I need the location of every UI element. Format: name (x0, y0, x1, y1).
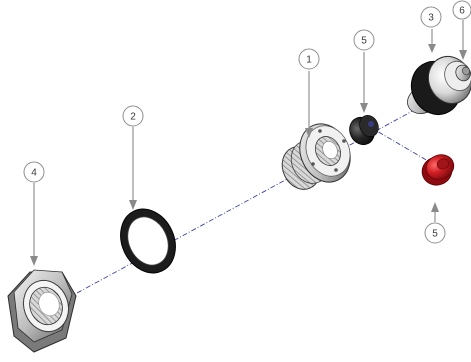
callout-6-label: 6 (459, 6, 465, 17)
callout-2-label: 2 (130, 112, 136, 123)
callout-5-lower-label: 5 (432, 229, 438, 240)
leader-arrowhead-6 (459, 50, 467, 60)
washer-part (120, 208, 176, 274)
main-assembly-axis (41, 87, 456, 313)
callout-5-lower: 5 (424, 222, 446, 244)
leader-arrowhead-5a (360, 103, 368, 113)
leader-arrowhead-1 (305, 128, 313, 138)
hex-nut-part (7, 269, 77, 353)
black-cap-part (349, 115, 379, 146)
red-cap-part (421, 154, 455, 186)
callout-3: 3 (420, 6, 442, 28)
leader-lines (30, 20, 467, 266)
callout-2: 2 (122, 105, 144, 127)
callout-1: 1 (298, 48, 320, 70)
callout-6: 6 (452, 0, 471, 20)
callout-4-label: 4 (31, 168, 37, 179)
leader-arrowhead-4 (30, 256, 38, 266)
callout-3-label: 3 (428, 13, 434, 24)
threaded-body-part (281, 123, 351, 190)
callout-5-upper: 5 (353, 29, 375, 51)
valve-head-part (407, 56, 471, 115)
leader-arrowhead-5b (431, 202, 439, 212)
valve-stem-part (455, 64, 471, 82)
callout-5-upper-label: 5 (361, 36, 367, 47)
leader-arrowhead-3 (428, 44, 436, 53)
callout-1-label: 1 (306, 55, 312, 66)
leader-arrowhead-2 (129, 200, 137, 210)
callout-4: 4 (23, 161, 45, 183)
